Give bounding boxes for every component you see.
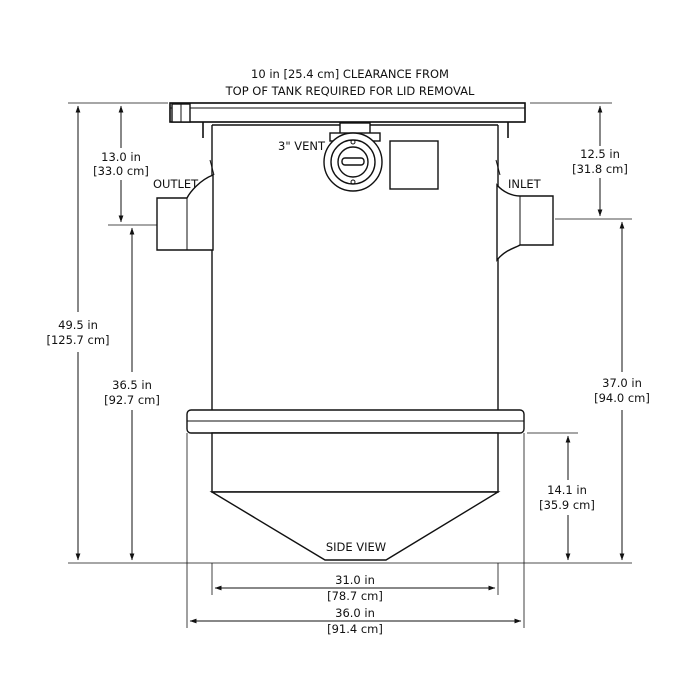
dimension-lines <box>75 105 625 624</box>
outlet-pipe <box>156 173 214 251</box>
dim-overall-height-cm: [125.7 cm] <box>46 333 109 347</box>
tank-cone <box>209 491 501 561</box>
dim-outlet-top-in: 13.0 in <box>101 150 141 164</box>
tank-lid <box>169 102 526 123</box>
dim-inlet-top-cm: [31.8 cm] <box>572 162 628 176</box>
dim-body-width-in: 31.0 in <box>335 573 375 587</box>
tank-body <box>156 102 554 561</box>
dim-base-height-cm: [35.9 cm] <box>539 498 595 512</box>
outlet-label: OUTLET <box>153 177 199 191</box>
dim-overall-width-cm: [91.4 cm] <box>327 622 383 636</box>
clearance-note-line1: 10 in [25.4 cm] CLEARANCE FROM <box>251 67 449 81</box>
inlet-label: INLET <box>508 177 542 191</box>
vent-fitting <box>323 122 383 192</box>
vent-label: 3" VENT <box>278 139 326 153</box>
dimension-labels: 49.5 in [125.7 cm] 13.0 in [33.0 cm] 36.… <box>46 147 649 636</box>
tank-base <box>211 432 499 493</box>
dim-outlet-height-cm: [92.7 cm] <box>104 393 160 407</box>
view-label: SIDE VIEW <box>326 540 386 554</box>
label-plate <box>389 140 439 190</box>
inlet-pipe <box>496 183 554 262</box>
dim-overall-height-in: 49.5 in <box>58 318 98 332</box>
dim-overall-width-in: 36.0 in <box>335 606 375 620</box>
dim-outlet-top-cm: [33.0 cm] <box>93 164 149 178</box>
dim-inlet-height-cm: [94.0 cm] <box>594 391 650 405</box>
dim-base-height-in: 14.1 in <box>547 483 587 497</box>
dim-inlet-top-in: 12.5 in <box>580 147 620 161</box>
dim-outlet-height-in: 36.5 in <box>112 378 152 392</box>
clearance-note-line2: TOP OF TANK REQUIRED FOR LID REMOVAL <box>225 84 475 98</box>
dim-body-width-cm: [78.7 cm] <box>327 589 383 603</box>
extension-lines <box>68 102 632 628</box>
dim-inlet-height-in: 37.0 in <box>602 376 642 390</box>
